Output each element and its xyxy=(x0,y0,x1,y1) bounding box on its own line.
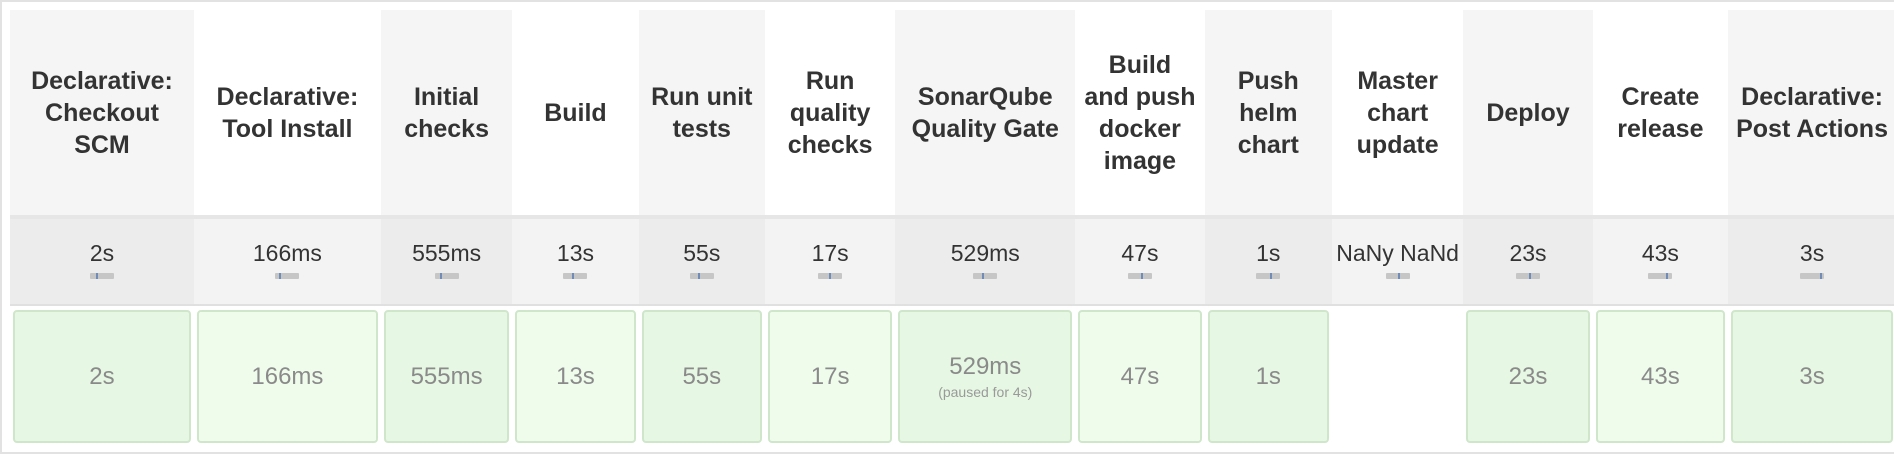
stage-duration-bar xyxy=(434,273,459,279)
stage-status-box-empty xyxy=(1334,310,1461,443)
stage-duration: 555ms xyxy=(410,362,483,390)
average-stage-time-cell: 529ms xyxy=(895,217,1076,306)
stage-header: SonarQube Quality Gate xyxy=(895,10,1076,219)
stage-duration: 166ms xyxy=(251,362,324,390)
average-stage-time-cell: 23s xyxy=(1463,217,1593,306)
stage-duration-bar xyxy=(818,273,843,279)
average-stage-time-cell: 47s xyxy=(1075,217,1205,306)
average-stage-time-cell: 555ms xyxy=(380,217,513,306)
average-stage-time-cell: NaNy NaNd xyxy=(1331,217,1464,306)
stage-duration: 3s xyxy=(1799,362,1825,390)
stage-run-cell[interactable]: 55s xyxy=(639,305,765,447)
stage-run-cell[interactable]: 2s xyxy=(10,305,194,447)
stage-run-cell[interactable]: 529ms (paused for 4s) xyxy=(895,305,1075,447)
stage-duration: 13s xyxy=(556,362,595,390)
stage-run-cell[interactable]: 47s xyxy=(1075,305,1204,447)
stage-duration-bar xyxy=(1256,273,1281,279)
stage-status-box[interactable]: 47s xyxy=(1078,310,1202,443)
stage-status-box[interactable]: 23s xyxy=(1466,310,1590,443)
stage-header: Run quality checks xyxy=(764,10,896,219)
stage-run-cell[interactable]: 3s xyxy=(1728,305,1894,447)
average-time: 23s xyxy=(1509,240,1547,266)
average-stage-time-cell: 2s xyxy=(10,217,194,306)
average-time: 2s xyxy=(89,240,115,266)
stage-duration-bar xyxy=(1516,273,1540,279)
average-times-row: 2s 166ms 555ms 13s 55s xyxy=(10,217,1894,306)
stage-duration-bar xyxy=(1385,273,1410,279)
stage-status-box[interactable]: 13s xyxy=(515,310,636,443)
stage-duration-bar xyxy=(563,273,588,279)
average-stage-time-cell: 166ms xyxy=(193,217,381,306)
average-time: 47s xyxy=(1121,240,1159,266)
average-time: 43s xyxy=(1641,240,1679,266)
stage-header: Declarative: Tool Install xyxy=(193,10,381,219)
stage-header: Push helm chart xyxy=(1204,10,1332,219)
stage-status-box[interactable]: 3s xyxy=(1731,310,1893,443)
stage-status-box[interactable]: 55s xyxy=(641,310,762,443)
stage-duration-bar xyxy=(89,273,114,279)
stage-duration-bar xyxy=(689,273,714,279)
stage-duration-bar xyxy=(1127,273,1152,279)
stage-duration-bar xyxy=(275,273,300,279)
average-time: 529ms xyxy=(950,240,1020,266)
stage-status-box[interactable]: 17s xyxy=(767,310,893,443)
stage-header: Declarative: Post Actions xyxy=(1728,10,1894,219)
average-time: 166ms xyxy=(252,240,322,266)
stage-status-box[interactable]: 43s xyxy=(1595,310,1726,443)
stage-header: Declarative: Checkout SCM xyxy=(10,10,194,219)
stage-header: Master chart update xyxy=(1331,10,1464,219)
stage-status-box[interactable]: 1s xyxy=(1207,310,1329,443)
stage-header-row: Declarative: Checkout SCM Declarative: T… xyxy=(10,10,1894,219)
stage-status-box[interactable]: 529ms (paused for 4s) xyxy=(898,310,1073,443)
stage-duration: 17s xyxy=(810,362,850,390)
average-stage-time-cell: 55s xyxy=(638,217,765,306)
stage-duration: 43s xyxy=(1641,362,1680,390)
stage-duration-bar xyxy=(1648,273,1673,279)
stage-duration-bar xyxy=(973,273,998,279)
stage-run-cell[interactable]: 555ms xyxy=(381,305,512,447)
stage-status-box[interactable]: 555ms xyxy=(383,310,510,443)
stage-duration: 1s xyxy=(1255,362,1281,390)
stage-header: Initial checks xyxy=(380,10,513,219)
stage-header: Create release xyxy=(1592,10,1729,219)
average-time: 555ms xyxy=(412,240,482,266)
stage-header: Build and push docker image xyxy=(1075,10,1205,219)
stage-run-cell[interactable]: 1s xyxy=(1205,305,1332,447)
average-stage-time-cell: 1s xyxy=(1204,217,1332,306)
stage-duration: 2s xyxy=(89,362,115,390)
average-time: 3s xyxy=(1799,240,1825,266)
average-time: 13s xyxy=(556,240,594,266)
stage-run-cell[interactable]: 17s xyxy=(765,305,895,447)
stage-header: Deploy xyxy=(1463,10,1593,219)
stage-header: Build xyxy=(512,10,639,219)
stage-duration: 55s xyxy=(682,362,722,390)
average-time: 1s xyxy=(1256,240,1281,266)
pipeline-stage-table: Declarative: Checkout SCM Declarative: T… xyxy=(10,10,1894,447)
stage-status-box[interactable]: 2s xyxy=(13,310,191,443)
stage-run-cell[interactable]: 166ms xyxy=(194,305,381,447)
stage-status-box[interactable]: 166ms xyxy=(196,310,378,443)
stage-run-cell xyxy=(1332,305,1463,447)
stage-run-cell[interactable]: 23s xyxy=(1463,305,1592,447)
average-stage-time-cell: 3s xyxy=(1728,217,1894,306)
stage-run-cell[interactable]: 13s xyxy=(512,305,638,447)
average-time: NaNy NaNd xyxy=(1336,240,1459,266)
stage-header: Run unit tests xyxy=(638,10,765,219)
build-run-row: 2s 166ms 555ms 13s xyxy=(10,305,1894,447)
average-time: 55s xyxy=(683,240,721,266)
stage-run-cell[interactable]: 43s xyxy=(1593,305,1728,447)
paused-note: (paused for 4s) xyxy=(938,384,1033,400)
average-time: 17s xyxy=(811,240,849,266)
average-stage-time-cell: 17s xyxy=(764,217,896,306)
stage-duration: 47s xyxy=(1120,362,1160,390)
stage-duration-bar xyxy=(1800,273,1825,279)
average-stage-time-cell: 43s xyxy=(1592,217,1729,306)
stage-duration: 23s xyxy=(1508,362,1548,390)
stage-duration: 529ms xyxy=(949,353,1022,380)
average-stage-time-cell: 13s xyxy=(512,217,639,306)
